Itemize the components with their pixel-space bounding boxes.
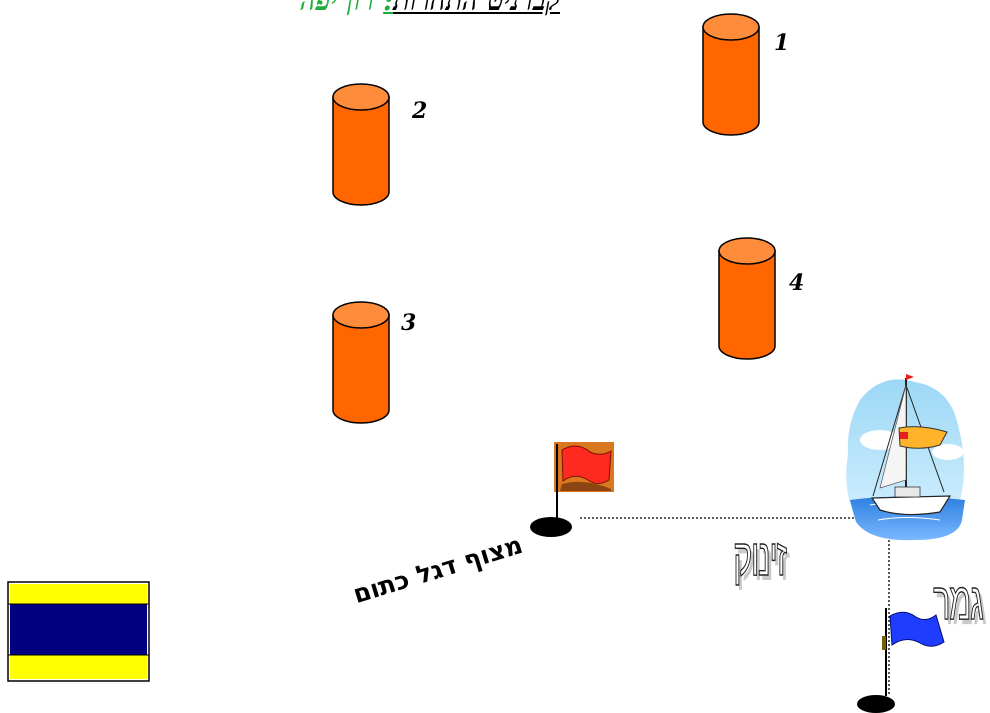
finish-buoy-base-icon [857,695,895,713]
title-colon: : [383,0,394,17]
buoy-1-icon [702,13,760,136]
finish-label: גמר [932,572,983,631]
start-line-label: זינוק [733,528,788,587]
finish-flag-icon [882,608,945,696]
title-name: רון יפה [299,0,374,17]
buoy-1-number: 1 [774,30,790,56]
sailboat-icon [846,374,965,541]
start-flag-icon [554,442,614,526]
buoy-4-number: 4 [789,270,805,296]
buoy-4-icon [718,237,776,360]
buoy-3-number: 3 [401,310,417,336]
buoy-2-icon [332,83,390,206]
signal-flag-icon [7,581,150,682]
title-label: קברניט התחרות [393,0,560,17]
buoy-3-icon [332,301,390,424]
buoy-2-number: 2 [412,98,428,124]
page-title: קברניט התחרות: רון יפה [200,0,560,22]
start-buoy-base-icon [530,517,572,537]
